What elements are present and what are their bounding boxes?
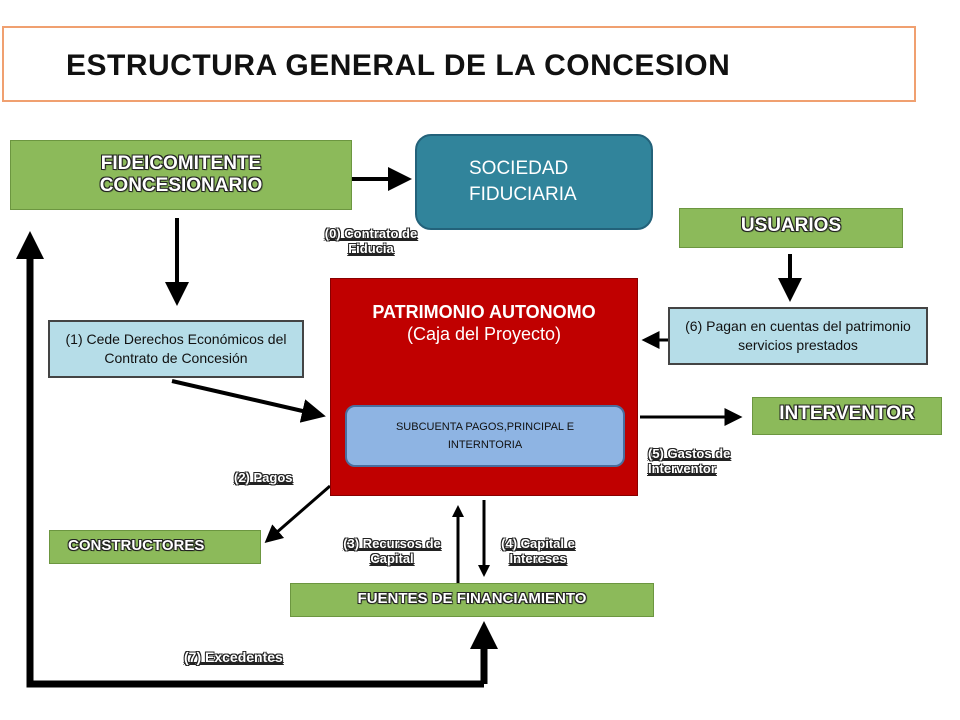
node-cede-derechos: (1) Cede Derechos Económicos del Contrat…: [48, 320, 304, 378]
node-pagan-cuentas: (6) Pagan en cuentas del patrimonio serv…: [668, 307, 928, 365]
page-title: ESTRUCTURA GENERAL DE LA CONCESION: [66, 49, 731, 82]
arrow-cede-patrimonio: [171, 379, 326, 423]
label-recursos-capital: (3) Recursos de Capital: [343, 536, 441, 566]
label-excedentes: (7) Excedentes: [184, 649, 283, 665]
label-pagos: (2) Pagos: [234, 470, 293, 485]
arrow-excedentes-left: [15, 231, 484, 688]
node-sociedad-fiduciaria: SOCIEDAD FIDUCIARIA: [415, 134, 653, 230]
node-constructores: CONSTRUCTORES: [49, 530, 261, 564]
label-capital-intereses: (4) Capital e Intereses: [501, 536, 575, 566]
node-interventor: INTERVENTOR: [752, 397, 942, 435]
patrimonio-title: PATRIMONIO AUTONOMO: [372, 302, 596, 322]
label-contrato-fiducia: (0) Contrato de Fiducia: [324, 226, 418, 256]
node-fideicomitente: FIDEICOMITENTE CONCESIONARIO: [10, 140, 352, 210]
arrow-pagos: [264, 484, 331, 543]
title-box: ESTRUCTURA GENERAL DE LA CONCESION: [2, 26, 916, 102]
node-fuentes-financiamiento: FUENTES DE FINANCIAMIENTO: [290, 583, 654, 617]
patrimonio-subtitle: (Caja del Proyecto): [406, 324, 562, 344]
node-usuarios: USUARIOS: [679, 208, 903, 248]
label-gastos-interventor: (5) Gastos de Interventor: [648, 446, 731, 476]
node-subcuenta: SUBCUENTA PAGOS,PRINCIPAL E INTERNTORIA: [345, 405, 625, 467]
